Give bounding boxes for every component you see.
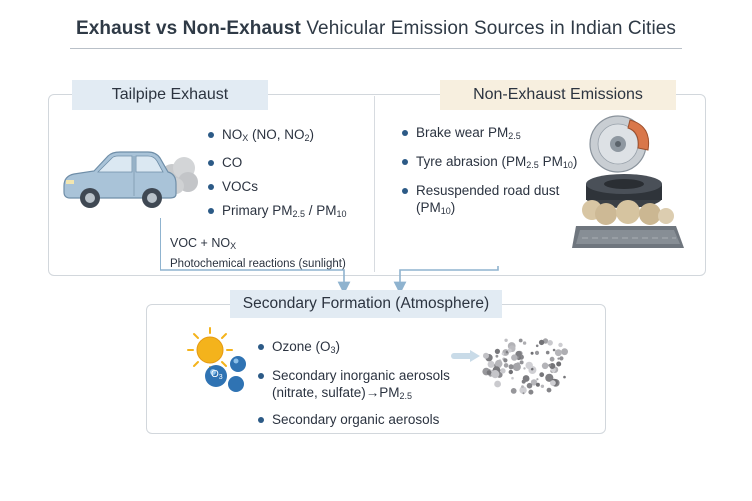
- list-item: Brake wear PM2.5: [402, 124, 582, 145]
- list-item: Ozone (O3): [258, 338, 458, 359]
- car-exhaust-illustration: [63, 151, 198, 208]
- particle-dot: [545, 350, 550, 355]
- particle-dot: [556, 361, 562, 367]
- tab-tailpipe-exhaust: Tailpipe Exhaust: [72, 80, 268, 110]
- list-item-continuation: (PM10): [416, 200, 456, 216]
- title-divider: [70, 48, 682, 49]
- particle-dot: [501, 352, 505, 356]
- tab-non-exhaust: Non-Exhaust Emissions: [440, 80, 676, 110]
- list-item-continuation: (nitrate, sulfate)→PM2.5: [272, 385, 413, 401]
- particle-dot: [536, 378, 539, 381]
- particle-dot: [548, 363, 552, 367]
- particle-dot: [522, 341, 527, 345]
- list-item: Resuspended road dust: [402, 182, 582, 199]
- ozone-icon-label: O3: [211, 369, 223, 381]
- voc-nox-label: VOC + NOX: [170, 236, 237, 251]
- photochemical-note: Photochemical reactions (sunlight): [170, 258, 346, 270]
- particle-dot: [550, 380, 556, 386]
- particle-dot: [546, 387, 552, 393]
- particle-dot: [558, 342, 563, 348]
- brake-tyre-illustration: [572, 115, 684, 248]
- photochemical-bracket-line: [160, 218, 161, 270]
- particle-dot: [519, 386, 527, 394]
- particle-dot: [521, 379, 526, 384]
- particle-dot: [511, 376, 514, 380]
- particle-dot: [526, 382, 533, 389]
- particle-dot: [538, 339, 545, 346]
- list-item: VOCs: [208, 178, 368, 195]
- particle-dot: [491, 370, 500, 379]
- particle-dot: [525, 361, 533, 370]
- particle-dot: [503, 363, 509, 368]
- sun-icon: [187, 327, 233, 373]
- particle-dot: [507, 348, 512, 353]
- particle-dot: [483, 352, 489, 359]
- particle-dot: [557, 357, 560, 360]
- secondary-pollutant-list: Ozone (O3) Secondary inorganic aerosols …: [258, 338, 458, 428]
- aerosol-particles-illustration: [451, 338, 568, 395]
- particle-dot: [522, 392, 525, 395]
- particle-dot: [539, 372, 545, 378]
- particle-dot: [505, 350, 509, 354]
- particle-dot: [494, 380, 501, 388]
- particle-dot: [518, 338, 523, 343]
- particle-dot: [530, 367, 534, 371]
- panel-divider: [374, 96, 375, 272]
- particle-dot: [487, 360, 495, 368]
- particle-dot: [554, 349, 562, 357]
- particle-dot: [500, 368, 506, 374]
- tab-secondary-formation: Secondary Formation (Atmosphere): [230, 290, 502, 318]
- particle-dot: [511, 354, 518, 361]
- particle-dot: [510, 388, 517, 394]
- arrow-exhaust-to-secondary: [160, 269, 351, 295]
- particle-dot: [530, 351, 534, 355]
- particle-dot: [552, 348, 556, 352]
- particle-dot: [534, 350, 540, 355]
- particle-dot: [512, 362, 521, 372]
- particle-dot: [504, 338, 508, 342]
- arrow-non-exhaust-to-secondary: [393, 266, 499, 295]
- particle-dot: [503, 358, 508, 363]
- particle-dot: [523, 367, 526, 370]
- particle-dot: [530, 379, 538, 386]
- tailpipe-pollutant-list: NOX (NO, NO2) CO VOCs Primary PM2.5 / PM…: [208, 126, 368, 223]
- particle-dot: [541, 362, 549, 370]
- list-item: CO: [208, 154, 368, 171]
- particle-dot: [494, 359, 503, 368]
- list-item: Secondary inorganic aerosols: [258, 367, 458, 384]
- particle-dot: [563, 375, 566, 379]
- tyre-icon: [586, 174, 662, 208]
- particle-dot: [486, 370, 492, 375]
- particle-dot: [519, 360, 524, 365]
- list-item: NOX (NO, NO2): [208, 126, 368, 147]
- list-item: Secondary organic aerosols: [258, 411, 458, 428]
- particle-dot: [549, 356, 555, 362]
- particle-dot: [494, 348, 500, 354]
- particle-dot: [495, 354, 499, 358]
- page-title: Exhaust vs Non-Exhaust Vehicular Emissio…: [75, 18, 677, 39]
- particle-dot: [535, 344, 539, 348]
- particle-dot: [528, 389, 534, 395]
- sun-ozone-illustration: [187, 327, 246, 392]
- brake-disc-icon: [589, 115, 650, 173]
- particle-dot: [547, 340, 553, 346]
- particle-cloud-icon: [482, 338, 568, 395]
- particle-dot: [508, 364, 514, 370]
- particle-dot: [508, 369, 513, 375]
- list-item: Primary PM2.5 / PM10: [208, 202, 368, 223]
- list-item: Tyre abrasion (PM2.5 PM10): [402, 153, 582, 174]
- particle-dot: [521, 385, 524, 388]
- road-dust-icon: [582, 200, 674, 225]
- particle-dot: [561, 348, 568, 356]
- non-exhaust-source-list: Brake wear PM2.5 Tyre abrasion (PM2.5 PM…: [402, 124, 582, 220]
- road-surface-icon: [572, 226, 684, 248]
- ozone-molecule-icon: [205, 356, 246, 392]
- particle-dot: [540, 384, 545, 388]
- particle-dot: [545, 373, 554, 382]
- particle-dot: [515, 350, 522, 358]
- particle-dot: [535, 382, 540, 387]
- car-icon: [63, 151, 177, 208]
- particle-dot: [559, 356, 564, 361]
